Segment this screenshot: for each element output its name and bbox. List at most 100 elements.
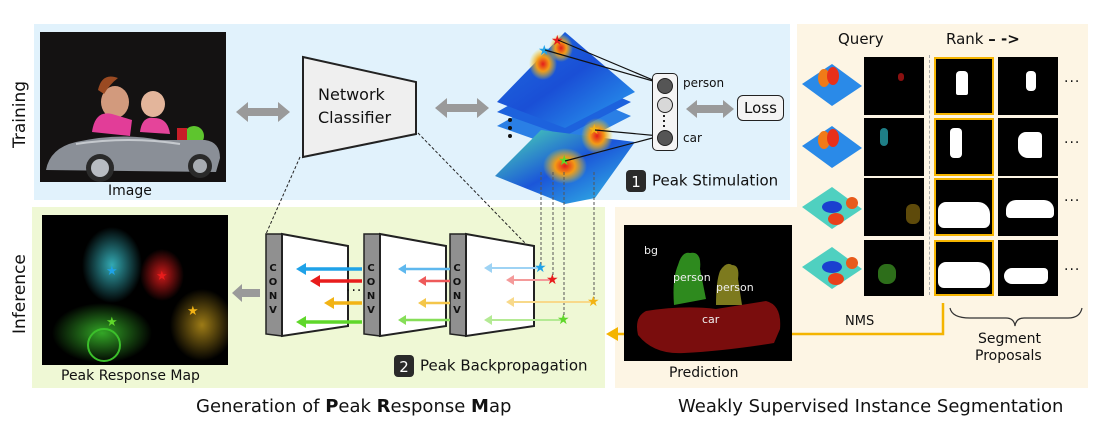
proposal-thumb [998, 178, 1058, 236]
conv-layers [265, 232, 535, 338]
rank-arrow-icon: – -> [988, 30, 1020, 48]
conv-label: CONV [366, 263, 376, 316]
peak-star-icon: ★ [534, 260, 547, 276]
bidirectional-arrow-icon [686, 98, 734, 124]
step2-label: 2 Peak Backpropagation [394, 355, 588, 377]
caption-part: esponse [390, 396, 472, 417]
query-map-icon [800, 122, 864, 174]
peak-star-icon: ★ [106, 315, 118, 330]
caption-part: eak [338, 396, 377, 417]
query-map-icon [800, 183, 864, 235]
segment-proposals-line1: Segment [978, 331, 1041, 347]
peak-star-icon: ★ [106, 264, 118, 279]
peak-star-icon: ★ [538, 43, 551, 59]
caption-part: Generation of [196, 396, 326, 417]
classifier-label-line2: Classifier [318, 108, 392, 127]
class-score-vector [652, 73, 678, 151]
network-classifier [300, 54, 420, 164]
proposal-thumb-selected [934, 57, 994, 115]
peak-star-icon: ★ [587, 294, 600, 310]
rank-header: Rank – -> [946, 30, 1020, 48]
proposal-thumb [998, 57, 1058, 115]
vector-dot [663, 125, 665, 127]
prm-blob [906, 204, 920, 224]
peak-star-icon: ★ [588, 122, 601, 138]
vector-dot [663, 115, 665, 117]
proposal-thumb-selected [934, 178, 994, 236]
peak-star-icon: ★ [156, 269, 168, 284]
class-label-car: car [683, 131, 702, 145]
pred-label-person: person [716, 281, 754, 294]
pred-label-person: person [673, 271, 711, 284]
wss-section-caption: Weakly Supervised Instance Segmentation [678, 396, 1064, 417]
classifier-label-line1: Network [318, 85, 385, 104]
mask-shape [1026, 71, 1036, 91]
more-proposals: ··· [1064, 193, 1081, 209]
step2-badge: 2 [394, 355, 414, 377]
query-prm-thumb [864, 57, 924, 115]
proposal-thumb [998, 118, 1058, 176]
arrow-left-icon [232, 283, 260, 307]
peak-star-icon: ★ [558, 153, 571, 169]
mask-shape [1018, 132, 1042, 158]
caption-part: P [325, 396, 339, 417]
layers-ellipsis: ··· [346, 283, 363, 299]
step1-badge: 1 [626, 170, 646, 192]
segment-proposals-line2: Proposals [975, 348, 1042, 364]
prediction-image [624, 225, 792, 361]
nms-label: NMS [845, 314, 875, 329]
mask-shape [1006, 200, 1054, 218]
class-node-person [657, 78, 673, 94]
bidirectional-arrow-icon [236, 100, 290, 128]
query-prm-thumb [864, 178, 924, 236]
prm-caption: Peak Response Map [61, 368, 200, 384]
conv-label: CONV [268, 263, 278, 316]
query-map-icon [800, 60, 864, 112]
peak-star-icon: ★ [557, 312, 570, 328]
more-proposals: ··· [1064, 74, 1081, 90]
peak-response-map-image [42, 215, 234, 365]
prediction-caption: Prediction [669, 365, 739, 381]
mask-shape [938, 262, 990, 288]
pred-label-bg: bg [644, 244, 658, 257]
caption-part: M [471, 396, 489, 417]
more-proposals: ··· [1064, 135, 1081, 151]
prm-section-caption: Generation of Peak Response Map [196, 396, 511, 417]
class-node [657, 97, 673, 113]
loss-box: Loss [737, 95, 784, 121]
image-caption: Image [108, 183, 152, 199]
class-node-car [657, 130, 673, 146]
mask-shape [956, 71, 968, 95]
query-prm-thumb [864, 118, 924, 176]
class-label-person: person [683, 76, 725, 90]
proposal-thumb [998, 240, 1058, 296]
proposal-thumb-selected [934, 118, 994, 176]
class-response-maps [495, 28, 675, 212]
step1-label: 1 Peak Stimulation [626, 170, 778, 192]
prm-blob [880, 128, 888, 146]
bidirectional-arrow-icon [435, 96, 489, 124]
mask-shape [1004, 268, 1048, 284]
query-rank-separator [929, 55, 930, 295]
pred-label-car: car [702, 313, 720, 326]
vector-dot [663, 120, 665, 122]
query-prm-thumb [864, 240, 924, 296]
query-header: Query [838, 30, 884, 48]
proposal-thumb-selected [934, 240, 994, 296]
query-map-icon [800, 243, 864, 295]
prm-blob [878, 264, 896, 284]
peak-star-icon: ★ [187, 304, 199, 319]
mask-shape [938, 202, 990, 228]
more-proposals: ··· [1064, 262, 1081, 278]
peak-star-icon: ★ [551, 33, 564, 49]
step2-text: Peak Backpropagation [420, 356, 588, 375]
caption-part: ap [488, 396, 512, 417]
input-image [40, 32, 226, 182]
rank-header-text: Rank [946, 30, 984, 48]
mask-shape [950, 128, 962, 158]
prm-blob [898, 73, 904, 81]
step1-text: Peak Stimulation [652, 171, 779, 190]
